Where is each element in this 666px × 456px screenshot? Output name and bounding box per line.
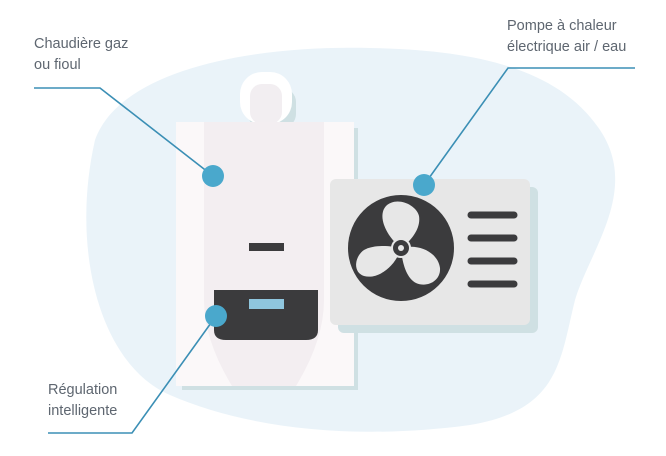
label-regulation-line2: intelligente (48, 403, 118, 419)
label-heat-pump: Pompe à chaleur électrique air / eau (507, 16, 626, 58)
indicator-slot (249, 243, 284, 251)
label-boiler: Chaudière gaz ou fioul (34, 34, 128, 76)
label-heat-pump-line2: électrique air / eau (507, 39, 627, 55)
callout-dot-icon (413, 174, 435, 196)
label-heat-pump-line1: Pompe à chaleur (507, 18, 617, 34)
leader-line-regulation (48, 315, 217, 434)
leader-lines (34, 67, 635, 434)
boiler-front-panel (204, 122, 324, 386)
chimney-inner (250, 84, 282, 124)
label-regulation: Régulation intelligente (48, 380, 117, 422)
label-regulation-line1: Régulation (48, 382, 118, 398)
label-boiler-line1: Chaudière gaz (34, 36, 129, 52)
callout-dot-icon (202, 165, 224, 187)
leader-line-heat-pump (423, 67, 635, 186)
boiler (176, 72, 358, 390)
leader-line-boiler (34, 87, 214, 177)
control-display (249, 299, 284, 309)
control-panel (214, 290, 318, 340)
label-boiler-line2: ou fioul (34, 57, 81, 73)
heat-pump (330, 179, 538, 333)
fan-icon (348, 195, 454, 301)
callout-dot-icon (205, 305, 227, 327)
vent-grille-icon (467, 211, 518, 288)
